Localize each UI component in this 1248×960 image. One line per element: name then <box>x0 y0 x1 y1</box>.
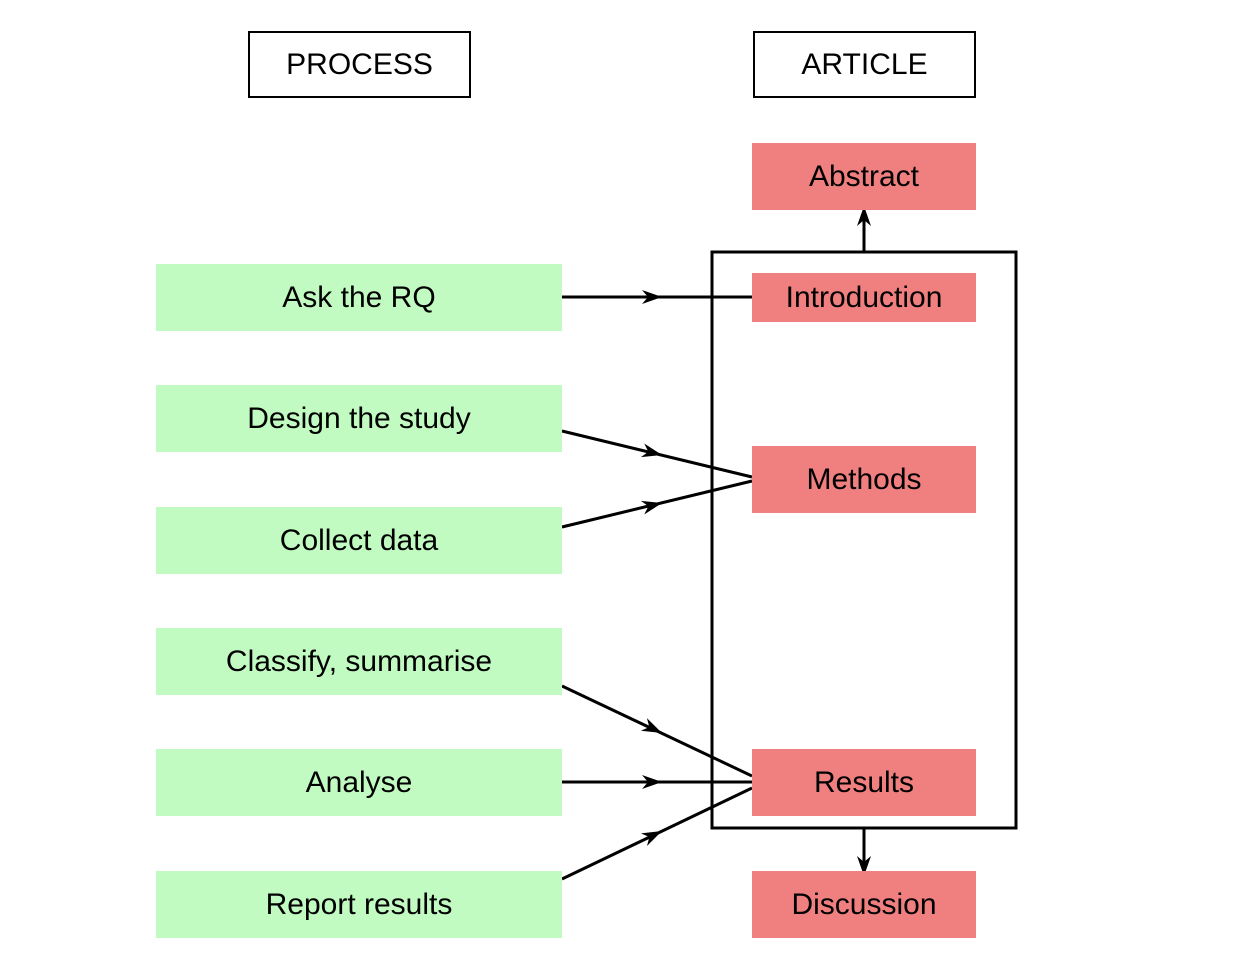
process-step-classify-summarise: Classify, summarise <box>156 628 562 695</box>
arrowhead-collect <box>640 500 662 515</box>
process-step-ask-rq: Ask the RQ <box>156 264 562 331</box>
arrowhead-report <box>640 831 662 846</box>
arrowhead-abstract <box>857 206 871 226</box>
process-header: PROCESS <box>248 31 471 98</box>
article-section-results: Results <box>752 749 976 816</box>
article-section-introduction: Introduction <box>752 273 976 322</box>
article-section-discussion: Discussion <box>752 871 976 938</box>
process-step-analyse: Analyse <box>156 749 562 816</box>
article-header: ARTICLE <box>753 31 976 98</box>
arrowhead-ask-rq <box>642 290 662 304</box>
article-section-abstract: Abstract <box>752 143 976 210</box>
arrowhead-classify <box>640 718 662 733</box>
arrowhead-design <box>640 443 662 458</box>
process-step-collect-data: Collect data <box>156 507 562 574</box>
arrowhead-discussion <box>857 856 871 876</box>
article-section-methods: Methods <box>752 446 976 513</box>
arrowhead-analyse <box>642 775 662 789</box>
article-body-frame <box>710 250 1018 830</box>
process-step-report-results: Report results <box>156 871 562 938</box>
process-step-design-study: Design the study <box>156 385 562 452</box>
